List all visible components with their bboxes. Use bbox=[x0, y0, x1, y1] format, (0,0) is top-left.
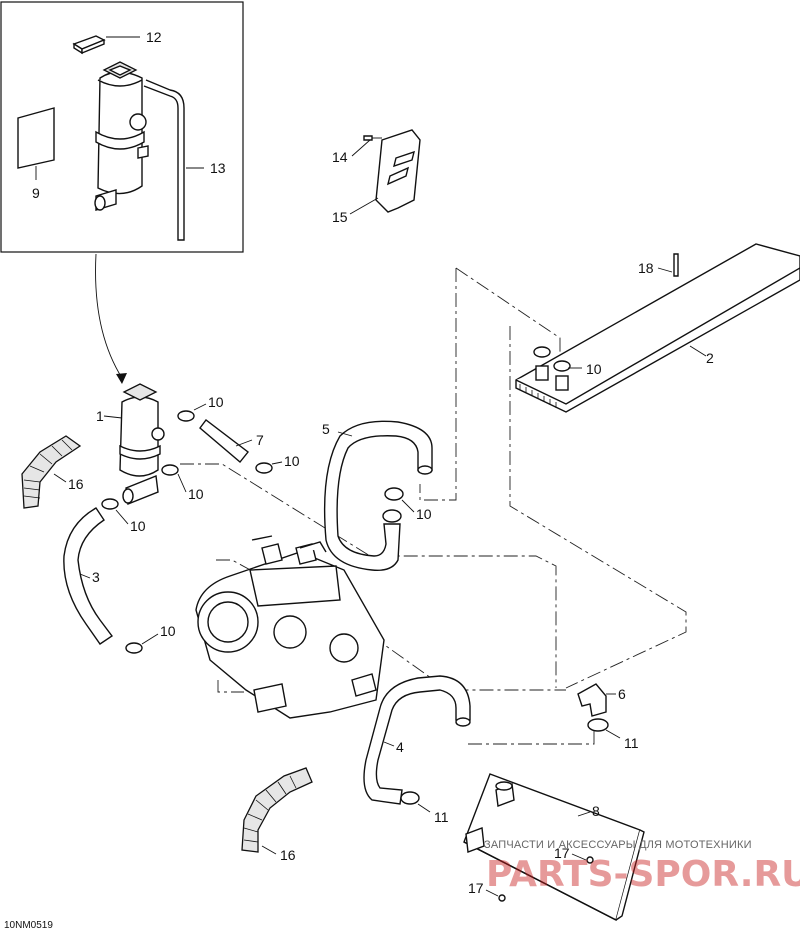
callout-9: 9 bbox=[32, 185, 40, 201]
callout-10-lower: 10 bbox=[160, 623, 176, 639]
callout-4: 4 bbox=[396, 739, 404, 755]
panel-clamps-part bbox=[533, 346, 571, 391]
callout-16-lower: 16 bbox=[280, 847, 296, 863]
callout-labels: 12 9 13 14 15 18 2 10 1 10 7 10 5 16 10 … bbox=[32, 29, 714, 896]
heat-exchanger-part bbox=[463, 773, 645, 922]
reservoir-detail-part bbox=[94, 61, 149, 211]
callout-10-top: 10 bbox=[208, 394, 224, 410]
callout-7: 7 bbox=[256, 432, 264, 448]
engine-block-part bbox=[195, 535, 385, 719]
short-hose-part bbox=[199, 419, 249, 464]
callout-3: 3 bbox=[92, 569, 100, 585]
coolant-reservoir-part bbox=[119, 383, 165, 505]
reservoir-cap-part bbox=[72, 35, 106, 55]
callout-10-hose3: 10 bbox=[130, 518, 146, 534]
callout-16-upper: 16 bbox=[68, 476, 84, 492]
callout-10-loop: 10 bbox=[416, 506, 432, 522]
protective-sleeve-upper-part bbox=[21, 435, 82, 509]
rivet-part bbox=[673, 253, 679, 277]
deflector-panel-part bbox=[515, 243, 800, 413]
screw-part bbox=[363, 135, 373, 141]
callout-17-lower: 17 bbox=[468, 880, 484, 896]
watermark-tagline: ЗАПЧАСТИ И АКСЕССУАРЫ ДЛЯ МОТОТЕХНИКИ bbox=[484, 839, 752, 851]
detail-inset-frame bbox=[0, 1, 244, 253]
curved-hose-part bbox=[63, 507, 114, 645]
callout-6: 6 bbox=[618, 686, 626, 702]
callout-5: 5 bbox=[322, 421, 330, 437]
callout-10-panel: 10 bbox=[586, 361, 602, 377]
callout-10-hose7: 10 bbox=[284, 453, 300, 469]
callout-8: 8 bbox=[592, 803, 600, 819]
callout-10-reservoir: 10 bbox=[188, 486, 204, 502]
callout-12: 12 bbox=[146, 29, 162, 45]
callout-13: 13 bbox=[210, 160, 226, 176]
hose-clamp-group-part bbox=[101, 410, 404, 654]
drawing-code: 10NM0519 bbox=[4, 920, 53, 931]
decal-part bbox=[17, 107, 55, 169]
elbow-fitting-part bbox=[577, 683, 609, 732]
callout-14: 14 bbox=[332, 149, 348, 165]
loop-hose-part bbox=[323, 420, 433, 571]
protective-sleeve-lower-part bbox=[241, 767, 313, 853]
callout-11-hose4: 11 bbox=[434, 809, 449, 825]
bracket-part bbox=[375, 129, 421, 213]
callout-11-elbow: 11 bbox=[624, 735, 639, 751]
lower-hose-part bbox=[363, 675, 471, 805]
overflow-hose-part bbox=[143, 79, 185, 241]
watermark-logo: PARTS-SPOR.RU bbox=[486, 854, 800, 895]
callout-18: 18 bbox=[638, 260, 654, 276]
callout-15: 15 bbox=[332, 209, 348, 225]
callout-17-upper: 17 bbox=[554, 845, 570, 861]
callout-1: 1 bbox=[96, 408, 104, 424]
callout-2: 2 bbox=[706, 350, 714, 366]
